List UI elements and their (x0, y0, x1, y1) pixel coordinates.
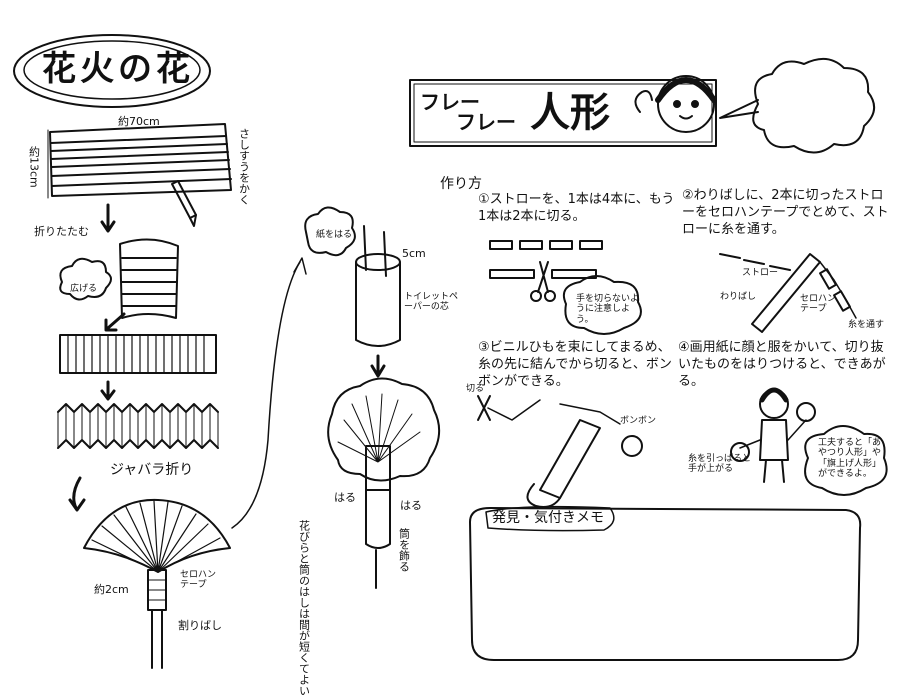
finished-doll-drawing (730, 387, 816, 483)
title-oval (13, 34, 211, 108)
width-label: 約70cm (118, 115, 160, 128)
petal-note: 花びらと筒のはしは間が短くてよい (297, 520, 311, 696)
pompom-doll-drawing (477, 395, 643, 508)
cloud-bubble-caution (562, 275, 642, 335)
step-4-text: ④画用紙に顔と服をかいて、切り抜いたものをはりつけると、できあがる。 (678, 340, 886, 389)
memo-label: 発見・気付きメモ (492, 510, 604, 526)
pull-label: 糸を引っぱると手が上がる (688, 454, 752, 475)
title-ningyo: 人形 (530, 90, 610, 136)
thread-label: 糸を通す (848, 320, 885, 330)
pompom-label: ボンボン (620, 416, 657, 426)
pen-drawing (171, 180, 197, 227)
thought-cloud (752, 57, 875, 154)
jabara-label: ジャバラ折り (110, 462, 194, 478)
tape-label-left: セロハンテープ (180, 570, 217, 591)
title-box (409, 79, 717, 147)
waribashi-label: わりばし (720, 292, 757, 302)
accordion-fold-drawing (57, 403, 219, 449)
step-2-text: ②わりばしに、2本に切ったストローをセロハンテープでとめて、ストローに糸を通す。 (682, 188, 889, 237)
size-label: 5cm (402, 247, 426, 260)
arrow-down-2 (104, 312, 126, 332)
tip-text: 工夫すると「あやつり人形」や「旗上げ人形」ができるよ。 (818, 438, 882, 480)
chopstick-label: 割りばし (178, 619, 222, 632)
step-3-text: ③ビニルひもを束にしてまるめ、糸の先に結んでから切ると、ボンボンができる。 (478, 340, 672, 389)
tube-note: 筒を飾る (397, 528, 411, 572)
paper-flower-drawing (327, 377, 441, 589)
girl-face-drawing (634, 75, 717, 133)
title-fure-1: フレー (420, 90, 480, 114)
memo-box (469, 507, 862, 661)
striped-paper-drawing (47, 123, 232, 199)
howto-label: 作り方 (440, 176, 482, 192)
step-1-text: ①ストローを、1本は4本に、もう1本は2本に切る。 (478, 192, 675, 224)
illustration-canvas (13, 34, 888, 669)
chopstick-straw-drawing (719, 253, 857, 333)
fan-drawing (83, 498, 231, 669)
page-title-hanabi: 花火の花 (42, 49, 194, 89)
height-label: 約13cm (27, 146, 41, 188)
cut-straws-drawing (489, 240, 603, 302)
paper-tube-drawing (355, 225, 401, 347)
arrow-curve-4 (68, 476, 86, 512)
cloud-bubble-glue (304, 206, 356, 257)
tape-label-right: セロハンテープ (800, 294, 837, 315)
side-note: さしすうをかく (237, 128, 251, 205)
pleated-paper-drawing (59, 334, 217, 374)
straw-label: ストロー (742, 268, 779, 278)
arrow-down-1 (100, 203, 116, 233)
cloud-bubble-spread (59, 257, 112, 301)
haru-left-label: はる (334, 491, 356, 504)
toilet-label: トイレットペーパーの芯 (404, 292, 459, 313)
cloud-bubble-tip (804, 425, 888, 496)
cut-label: 切る (466, 384, 485, 394)
fold-label: 折りたたむ (34, 225, 89, 238)
connector-curve (231, 257, 307, 529)
glue-label: 紙をはる (316, 230, 353, 240)
arrow-down-5 (370, 354, 386, 378)
haru-right-label: はる (400, 499, 422, 512)
width2-label: 約2cm (94, 583, 129, 596)
title-oval-inner (23, 40, 201, 100)
cloud-tail (719, 99, 759, 119)
memo-label-tab (485, 505, 615, 532)
spread-label: 広げる (70, 284, 98, 294)
title-fure-2: フレー (456, 110, 516, 134)
step-1-caution: 手を切らないように注意しよう。 (576, 294, 639, 325)
folded-paper-drawing (119, 238, 179, 319)
arrow-down-3 (100, 380, 116, 401)
